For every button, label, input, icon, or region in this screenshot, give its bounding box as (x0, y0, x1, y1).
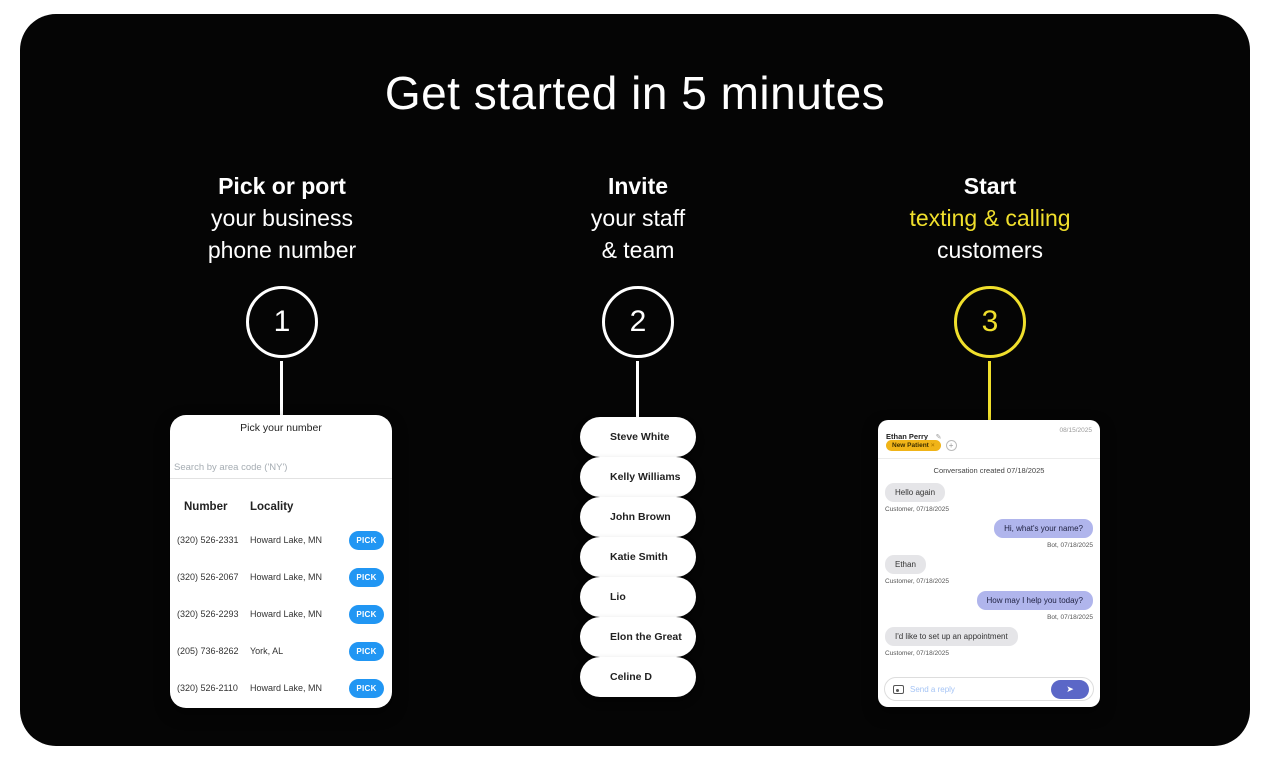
step-3-heading-line2: texting & calling (909, 205, 1071, 231)
chat-message: Hello again Customer, 07/18/2025 (885, 483, 1093, 513)
table-row: (320) 526-2293 Howard Lake, MN PICK (170, 605, 392, 625)
team-member-item[interactable]: Celine D (580, 657, 696, 697)
step-3-heading: Start texting & calling customers (850, 170, 1130, 266)
step-3-connector-line (988, 361, 991, 420)
step-2-connector-line (636, 361, 639, 417)
tag-label: New Patient (892, 442, 929, 449)
phone-number-cell: (205) 736-8262 (177, 646, 239, 656)
message-meta: Bot, 07/18/2025 (1047, 614, 1093, 621)
pick-button[interactable]: PICK (349, 531, 384, 550)
step-1-heading: Pick or port your business phone number (142, 170, 422, 266)
chat-body: Conversation created 07/18/2025 Hello ag… (885, 462, 1093, 673)
edit-contact-icon[interactable]: ✎ (935, 434, 942, 441)
step-2-heading-line2: your staff (590, 205, 686, 231)
conversation-created-note: Conversation created 07/18/2025 (933, 466, 1045, 475)
table-row: (320) 526-2067 Howard Lake, MN PICK (170, 568, 392, 588)
message-meta: Customer, 07/18/2025 (885, 578, 949, 585)
locality-cell: Howard Lake, MN (250, 609, 323, 619)
message-bubble: How may I help you today? (976, 591, 1093, 610)
step-2-heading: Invite your staff & team (498, 170, 778, 266)
message-bubble: Hi, what's your name? (994, 519, 1093, 538)
team-member-name: Elon the Great (610, 631, 682, 643)
contact-name: Ethan Perry (886, 432, 929, 441)
team-member-item[interactable]: John Brown (580, 497, 696, 537)
add-tag-button[interactable]: + (945, 440, 957, 451)
page-title: Get started in 5 minutes (384, 67, 886, 119)
locality-cell: Howard Lake, MN (250, 572, 323, 582)
team-member-name: Katie Smith (610, 551, 668, 563)
step-3-badge: 3 (954, 286, 1026, 358)
step-3-heading-bold: Start (963, 173, 1017, 199)
tag-remove-icon[interactable]: × (930, 442, 935, 449)
chat-message: How may I help you today? Bot, 07/18/202… (885, 591, 1093, 621)
step-1-badge: 1 (246, 286, 318, 358)
chat-header-date: 08/15/2025 (1059, 427, 1092, 434)
step-2-heading-line3: & team (601, 237, 675, 263)
message-bubble: Ethan (885, 555, 926, 574)
locality-cell: Howard Lake, MN (250, 535, 323, 545)
phone-number-cell: (320) 526-2293 (177, 609, 239, 619)
pick-button[interactable]: PICK (349, 679, 384, 698)
attach-image-icon[interactable] (893, 684, 904, 694)
message-meta: Customer, 07/18/2025 (885, 650, 949, 657)
pick-button[interactable]: PICK (349, 605, 384, 624)
number-picker-card: Pick your number Number Locality (320) 5… (170, 415, 392, 708)
table-row: (320) 526-2110 Howard Lake, MN PICK (170, 679, 392, 699)
step-2-badge: 2 (602, 286, 674, 358)
locality-cell: York, AL (250, 646, 284, 656)
send-button[interactable]: ➤ (1051, 679, 1089, 699)
step-1-connector-line (280, 361, 283, 415)
step-2-number: 2 (629, 305, 647, 338)
number-picker-title: Pick your number (240, 422, 322, 434)
send-icon: ➤ (1066, 683, 1074, 694)
pick-button[interactable]: PICK (349, 642, 384, 661)
pick-button[interactable]: PICK (349, 568, 384, 587)
team-member-name: Celine D (610, 671, 653, 683)
table-row: (205) 736-8262 York, AL PICK (170, 642, 392, 662)
chat-header: Ethan Perry ✎ 08/15/2025 (886, 426, 1092, 441)
team-member-item[interactable]: Lio (580, 577, 696, 617)
table-row: (320) 526-2331 Howard Lake, MN PICK (170, 531, 392, 551)
step-2-heading-bold: Invite (607, 173, 669, 199)
chat-card: Ethan Perry ✎ 08/15/2025 New Patient× + … (878, 420, 1100, 707)
reply-input[interactable] (910, 684, 1045, 694)
contact-tag[interactable]: New Patient× (886, 440, 941, 451)
team-member-name: Steve White (610, 431, 670, 443)
phone-number-cell: (320) 526-2110 (177, 683, 238, 693)
team-member-name: Kelly Williams (610, 471, 681, 483)
message-meta: Customer, 07/18/2025 (885, 506, 949, 513)
team-member-item[interactable]: Kelly Williams (580, 457, 696, 497)
team-member-name: Lio (610, 591, 626, 603)
column-header-number: Number (184, 501, 228, 513)
team-member-item[interactable]: Katie Smith (580, 537, 696, 577)
chat-message: I'd like to set up an appointment Custom… (885, 627, 1093, 657)
chat-message: Ethan Customer, 07/18/2025 (885, 555, 1093, 585)
reply-bar: ➤ (884, 677, 1094, 701)
step-3-number: 3 (981, 305, 999, 338)
step-1-heading-bold: Pick or port (218, 173, 346, 199)
step-3-heading-line3: customers (936, 237, 1044, 263)
area-code-search-input[interactable] (170, 459, 392, 479)
tag-row: New Patient× + (886, 440, 957, 451)
phone-number-cell: (320) 526-2331 (177, 535, 239, 545)
message-bubble: I'd like to set up an appointment (885, 627, 1018, 646)
message-meta: Bot, 07/18/2025 (1047, 542, 1093, 549)
step-1-heading-line3: phone number (207, 237, 357, 263)
locality-cell: Howard Lake, MN (250, 683, 323, 693)
step-1-heading-line2: your business (211, 205, 353, 231)
team-member-name: John Brown (610, 511, 671, 523)
team-member-item[interactable]: Steve White (580, 417, 696, 457)
step-1-number: 1 (273, 305, 291, 338)
column-header-locality: Locality (250, 501, 294, 513)
hero-panel: Get started in 5 minutes Pick or port yo… (20, 14, 1250, 746)
chat-message: Hi, what's your name? Bot, 07/18/2025 (885, 519, 1093, 549)
phone-number-cell: (320) 526-2067 (177, 572, 239, 582)
message-bubble: Hello again (885, 483, 946, 502)
team-member-item[interactable]: Elon the Great (580, 617, 696, 657)
chat-divider (878, 458, 1100, 459)
